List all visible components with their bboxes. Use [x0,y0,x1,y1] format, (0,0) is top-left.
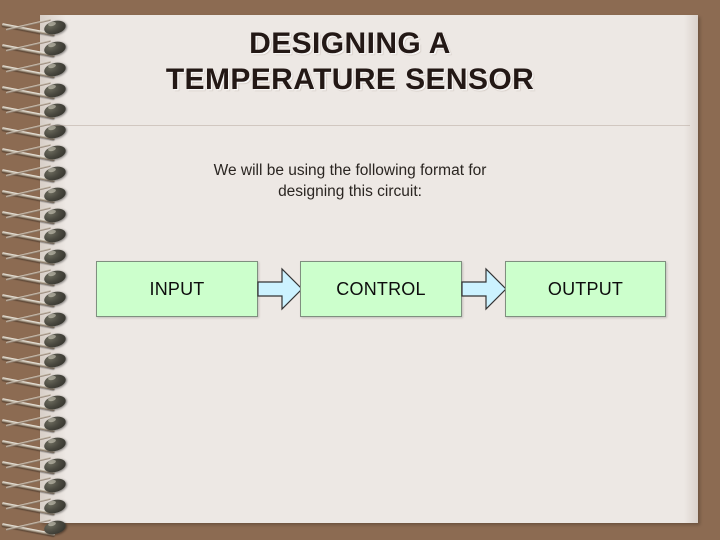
flow-box-input-label: INPUT [149,278,205,299]
flow-arrow-input-to-control [257,265,303,313]
flow-box-control-label: CONTROL [336,278,426,299]
subtitle-line-2: designing this circuit: [278,183,422,200]
arrow-right-icon [257,267,303,311]
arrow-right-icon [461,267,507,311]
page-title: DESIGNING A TEMPERATURE SENSOR [60,26,640,98]
title-line-1: DESIGNING A [249,27,451,60]
subtitle-text: We will be using the following format fo… [120,160,580,202]
flow-box-input[interactable]: INPUT [96,261,258,317]
flow-box-control[interactable]: CONTROL [300,261,462,317]
flow-arrow-control-to-output [461,265,507,313]
title-line-2: TEMPERATURE SENSOR [165,63,535,96]
flow-box-output[interactable]: OUTPUT [505,261,666,317]
flow-box-output-label: OUTPUT [547,278,624,299]
title-divider [48,125,690,126]
subtitle-line-1: We will be using the following format fo… [213,162,487,179]
